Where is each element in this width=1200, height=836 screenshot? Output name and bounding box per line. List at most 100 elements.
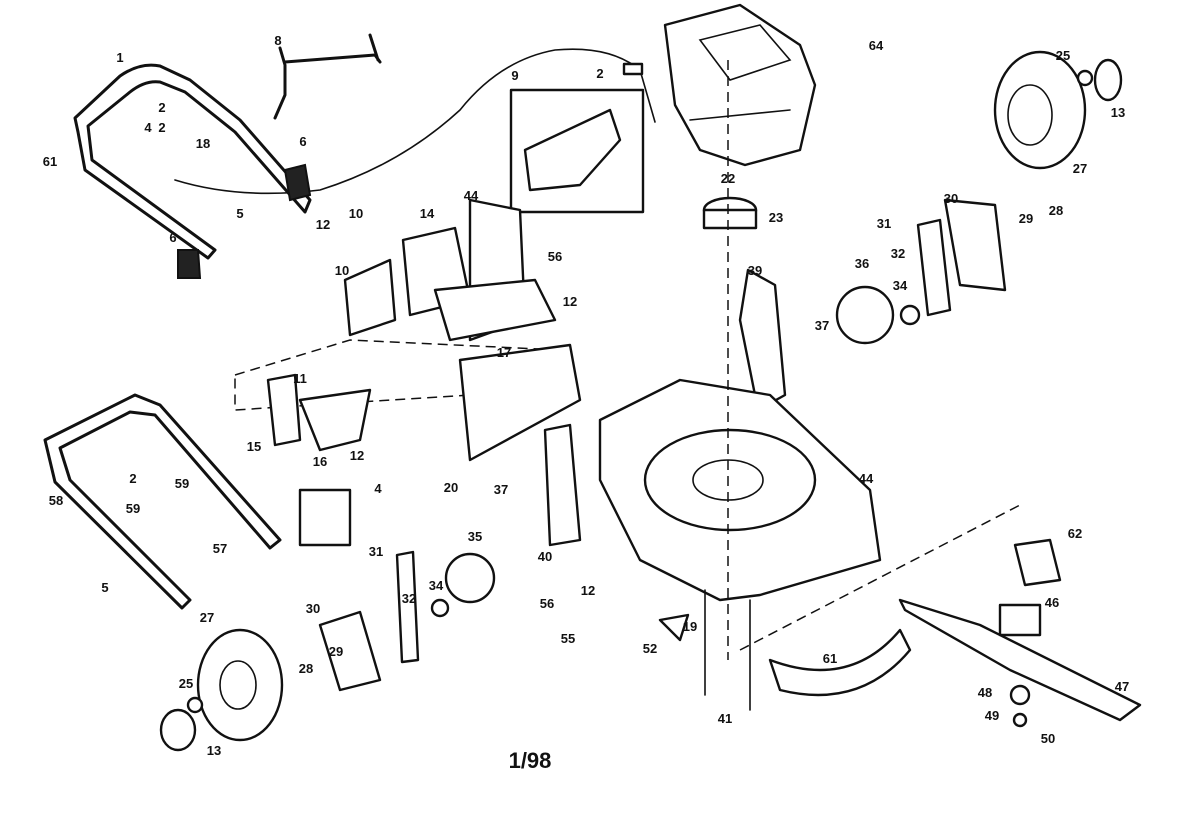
height-gear-right [835, 285, 895, 345]
part-label-2: 2 [158, 120, 165, 135]
part-label-31: 31 [369, 544, 383, 559]
part-label-12: 12 [316, 217, 330, 232]
part-label-35: 35 [468, 529, 482, 544]
part-label-59: 59 [175, 476, 189, 491]
part-label-5: 5 [101, 580, 108, 595]
blade-47 [898, 598, 1142, 722]
part-label-44: 44 [464, 188, 479, 203]
part-label-47: 47 [1115, 679, 1129, 694]
left-washer [186, 696, 204, 714]
control-bar [273, 33, 382, 120]
plate-10 [343, 258, 397, 337]
part-label-2: 2 [129, 471, 136, 486]
part-label-52: 52 [643, 641, 657, 656]
part-label-41: 41 [718, 711, 732, 726]
part-label-10: 10 [335, 263, 349, 278]
part-label-57: 57 [213, 541, 227, 556]
handle-spring [283, 163, 312, 202]
cable-guide-bracket [523, 108, 622, 192]
part-label-16: 16 [313, 454, 327, 469]
engine-detail [689, 24, 792, 121]
part-label-10: 10 [349, 206, 363, 221]
part-label-62: 62 [1068, 526, 1082, 541]
part-label-27: 27 [200, 610, 214, 625]
nut-49 [1012, 712, 1028, 728]
part-label-29: 29 [329, 644, 343, 659]
part-label-37: 37 [494, 482, 508, 497]
bracket-16 [298, 388, 372, 452]
cable-end [622, 62, 644, 76]
part-label-59: 59 [126, 501, 140, 516]
upper-handle [73, 63, 312, 260]
part-label-27: 27 [1073, 161, 1087, 176]
part-label-40: 40 [538, 549, 552, 564]
part-label-46: 46 [1045, 595, 1059, 610]
part-label-14: 14 [420, 206, 435, 221]
part-label-13: 13 [1111, 105, 1125, 120]
part-label-36: 36 [855, 256, 869, 271]
front-wheel-left [196, 628, 284, 742]
part-label-34: 34 [429, 578, 444, 593]
part-label-8: 8 [274, 33, 281, 48]
part-label-30: 30 [306, 601, 320, 616]
part-label-4: 4 [374, 481, 382, 496]
part-label-13: 13 [207, 743, 221, 758]
lever-32-right [916, 218, 952, 317]
left-hubcap [159, 708, 197, 752]
rear-skirt-20 [458, 343, 582, 462]
part-label-20: 20 [444, 480, 458, 495]
part-label-32: 32 [891, 246, 905, 261]
part-label-32: 32 [402, 591, 416, 606]
part-label-64: 64 [869, 38, 884, 53]
part-label-34: 34 [893, 278, 908, 293]
part-label-15: 15 [247, 439, 261, 454]
part-label-12: 12 [350, 448, 364, 463]
part-label-19: 19 [683, 619, 697, 634]
front-wheel-left-hub [219, 660, 257, 710]
part-label-56: 56 [548, 249, 562, 264]
part-label-25: 25 [179, 676, 193, 691]
part-label-30: 30 [944, 191, 958, 206]
washer-34-left [430, 598, 450, 618]
part-label-58: 58 [49, 493, 63, 508]
lower-handle [43, 393, 282, 610]
deck-opening [643, 428, 817, 532]
part-label-5: 5 [236, 206, 243, 221]
adapter-46 [998, 603, 1042, 637]
part-label-48: 48 [978, 685, 992, 700]
part-label-28: 28 [299, 661, 313, 676]
part-label-1: 1 [116, 50, 123, 65]
rear-outline [234, 339, 563, 411]
part-label-12: 12 [563, 294, 577, 309]
part-label-39: 39 [748, 263, 762, 278]
part-label-12: 12 [581, 583, 595, 598]
part-label-49: 49 [985, 708, 999, 723]
part-label-6: 6 [299, 134, 306, 149]
control-cable [174, 48, 656, 195]
part-label-25: 25 [1056, 48, 1070, 63]
diagram-date: 1/98 [509, 748, 552, 773]
pulley-body [702, 208, 758, 230]
part-label-18: 18 [196, 136, 210, 151]
part-label-4: 4 [144, 120, 152, 135]
part-label-37: 37 [815, 318, 829, 333]
rear-wheel-right-hub [1007, 84, 1053, 146]
part-label-29: 29 [1019, 211, 1033, 226]
washer-34-right [899, 304, 921, 326]
handle-knob-lower [177, 249, 202, 279]
washer-48 [1009, 684, 1031, 706]
part-label-2: 2 [596, 66, 603, 81]
diagram-artwork [43, 3, 1142, 752]
bracket-15 [266, 373, 302, 447]
part-label-28: 28 [1049, 203, 1063, 218]
part-label-22: 22 [721, 171, 735, 186]
engine [663, 3, 817, 167]
axle-30-left [318, 610, 382, 692]
blade-clip-62 [1013, 538, 1062, 587]
part-label-61: 61 [823, 651, 837, 666]
baffle-61 [768, 628, 912, 697]
shield-52 [658, 613, 690, 642]
part-label-17: 17 [497, 345, 511, 360]
part-label-2: 2 [158, 100, 165, 115]
